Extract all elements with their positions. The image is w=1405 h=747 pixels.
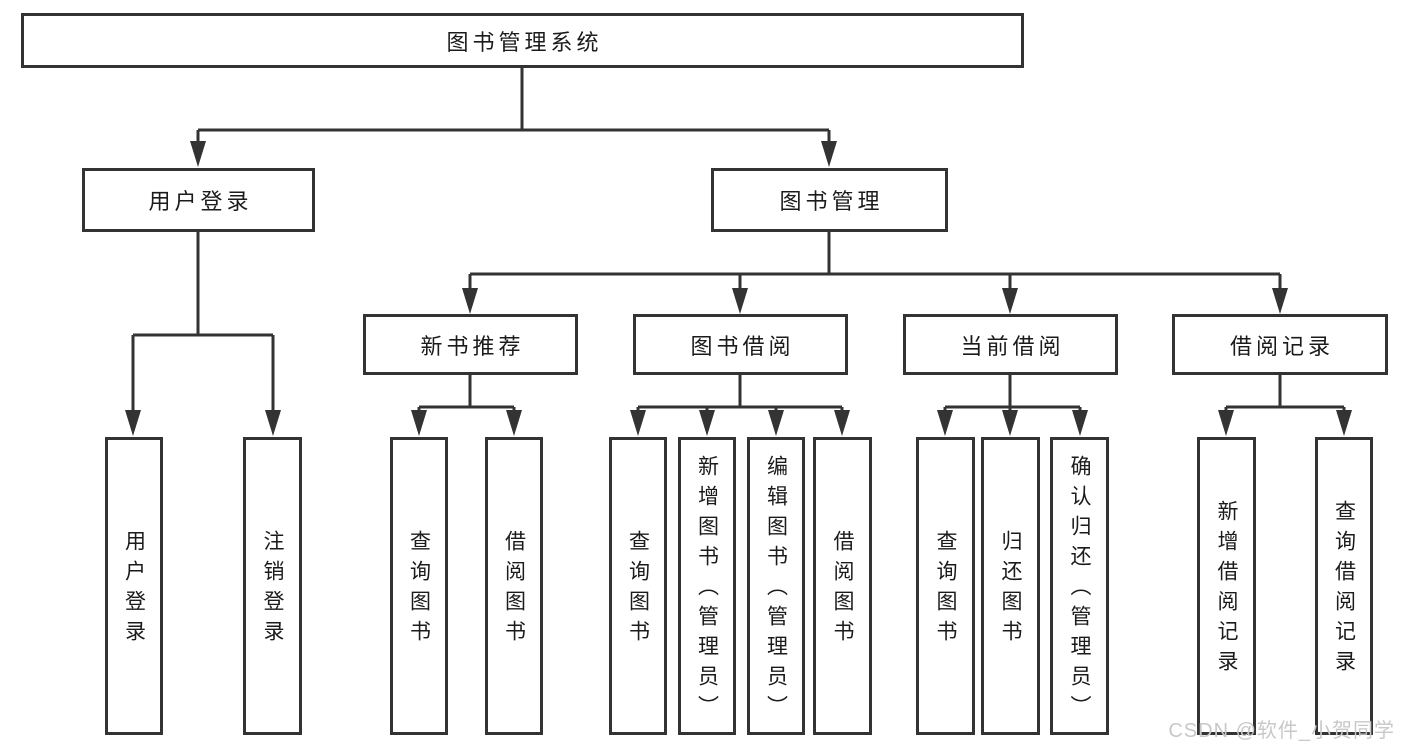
leaf-user-login: 用户登录 [105,437,163,735]
leaf-add-borrow-record: 新增借阅记录 [1197,437,1256,735]
node-label: 用户登录 [148,189,253,214]
node-new-book-recommend: 新书推荐 [363,314,578,375]
node-label: 编辑图书（管理员） [764,455,788,725]
leaf-query-books-borrowing: 查询图书 [609,437,667,735]
node-book-management-branch: 图书管理 [711,168,948,232]
leaf-borrow-books: 借阅图书 [813,437,872,735]
node-label: 借阅图书 [502,530,526,650]
csdn-watermark: CSDN @软件_小贺同学 [1168,720,1395,742]
node-label: 当前借阅 [960,333,1065,359]
node-borrowing-records: 借阅记录 [1172,314,1388,375]
node-label: 借阅图书 [831,530,854,650]
leaf-edit-book-admin: 编辑图书（管理员） [747,437,805,735]
node-label: 注销登录 [261,530,284,650]
node-book-borrowing: 图书借阅 [633,314,848,375]
node-label: 确认归还（管理员） [1068,455,1091,725]
node-label: 新增图书（管理员） [695,455,719,725]
leaf-logout: 注销登录 [243,437,302,735]
node-label: 借阅记录 [1229,333,1334,359]
node-label: 新增借阅记录 [1215,500,1238,680]
leaf-add-book-admin: 新增图书（管理员） [678,437,736,735]
node-label: 查询图书 [626,530,650,650]
node-label: 归还图书 [999,530,1022,650]
node-user-login-branch: 用户登录 [82,168,315,232]
node-label: 图书管理 [779,189,884,214]
node-current-borrowing: 当前借阅 [903,314,1118,375]
node-label: 查询图书 [934,530,957,650]
leaf-query-books-current: 查询图书 [916,437,975,735]
leaf-borrow-books-recommend: 借阅图书 [485,437,543,735]
node-label: 新书推荐 [420,333,525,359]
node-label: 图书借阅 [690,333,795,359]
node-label: 图书管理系统 [446,29,603,55]
node-label: 查询图书 [407,530,431,650]
leaf-return-book: 归还图书 [981,437,1040,735]
leaf-confirm-return-admin: 确认归还（管理员） [1050,437,1109,735]
node-label: 用户登录 [122,530,146,650]
leaf-query-books-recommend: 查询图书 [390,437,448,735]
arrowheads [125,141,1352,436]
node-label: 查询借阅记录 [1332,500,1356,680]
leaf-query-borrow-record: 查询借阅记录 [1315,437,1373,735]
node-root-system: 图书管理系统 [21,13,1024,68]
